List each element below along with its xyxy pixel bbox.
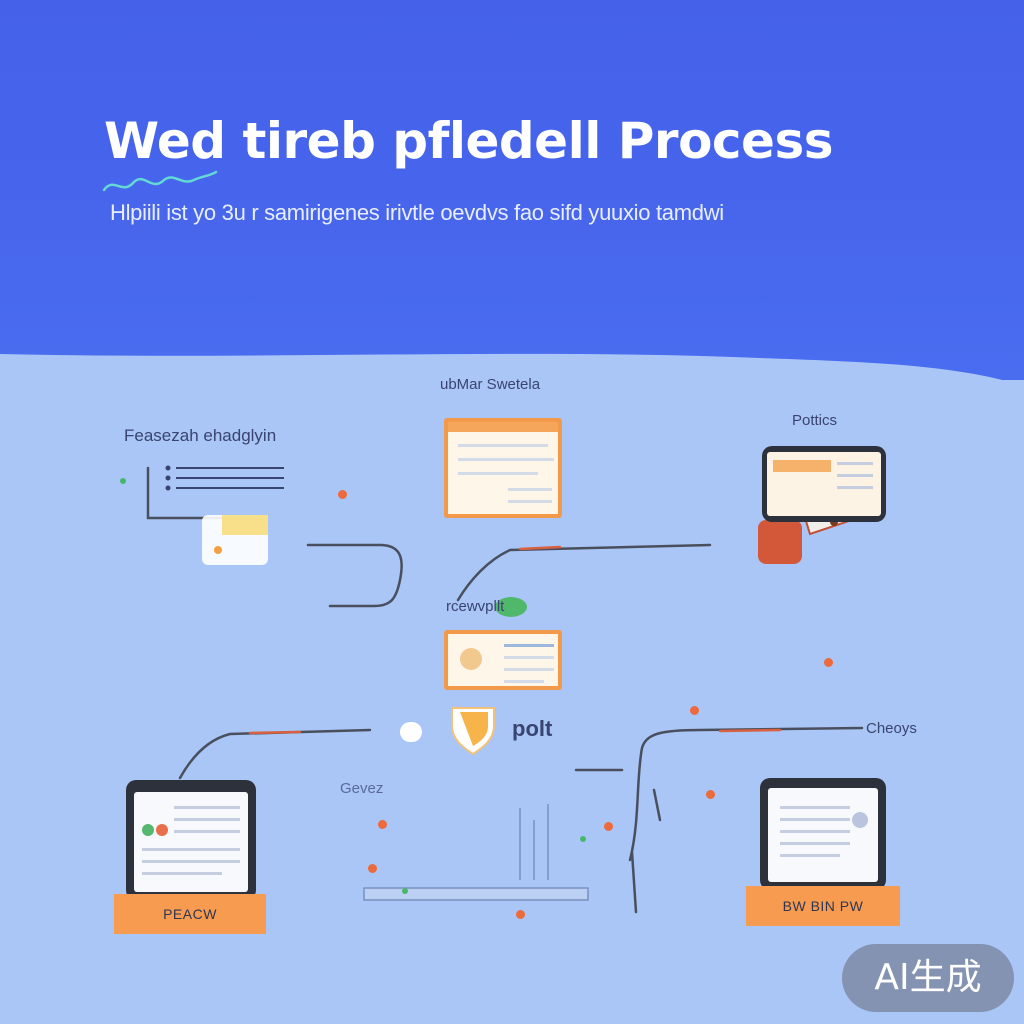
decor-dot	[120, 478, 126, 484]
top-right-label: Pottics	[792, 412, 838, 429]
decor-dot	[402, 888, 408, 894]
decor-dot	[706, 790, 715, 799]
tablet-bottom-left	[126, 780, 256, 900]
page-title: Wed tireb pfledell Process	[104, 112, 834, 170]
lower-center-label: Gevez	[340, 780, 384, 797]
top-left-label: Feasezah ehadglyin	[124, 426, 277, 445]
browser-window-top	[444, 418, 562, 518]
decor-dot	[378, 820, 387, 829]
decor-dot	[516, 910, 525, 919]
decor-dot	[580, 836, 586, 842]
document-panel-center	[444, 630, 562, 690]
decor-dot	[690, 706, 699, 715]
squiggle-accent	[102, 170, 218, 192]
bottom-left-ribbon: PEACW	[114, 894, 266, 934]
right-label: Cheoys	[866, 720, 917, 737]
center-label: polt	[512, 716, 553, 741]
avatar-icon	[460, 648, 482, 670]
ai-generated-badge: AI生成	[842, 944, 1014, 1012]
decor-dot	[368, 864, 377, 873]
tablet-bottom-right	[760, 778, 886, 890]
banner-wave	[0, 353, 1024, 420]
decor-dot	[338, 490, 347, 499]
middle-label: rcewvpllt	[446, 598, 505, 615]
monitor-top-right	[762, 446, 886, 522]
page-subtitle: Hlpiili ist yo 3u r samirigenes irivtle …	[110, 200, 724, 225]
bottom-right-ribbon: BW BIN PW	[746, 886, 900, 926]
decor-dot	[824, 658, 833, 667]
header-banner	[0, 0, 1024, 380]
decor-dot	[604, 822, 613, 831]
small-bubble	[400, 722, 422, 742]
top-center-label: ubMar Swetela	[440, 376, 541, 393]
